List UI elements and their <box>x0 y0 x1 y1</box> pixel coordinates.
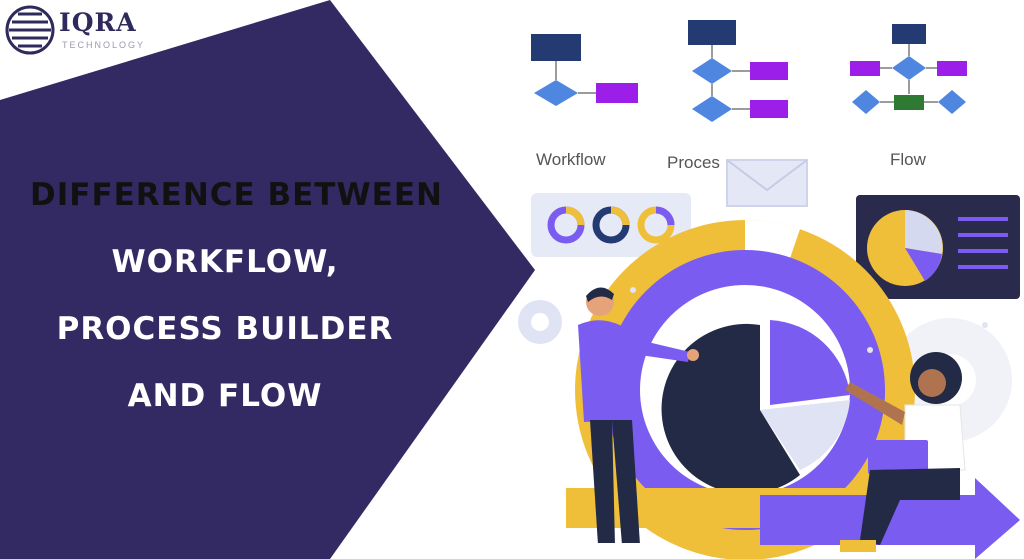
process-label: Proces <box>667 153 720 172</box>
headline-line-4: and Flow <box>127 378 323 414</box>
headline-line-1: Difference between <box>30 177 443 213</box>
logo: IQRA TECHNOLOGY <box>4 4 154 55</box>
brand-subtitle: TECHNOLOGY <box>62 40 146 50</box>
pie-chart-icon <box>856 195 1020 299</box>
headline: Difference between Workflow, Process Bui… <box>30 162 443 430</box>
donut-chart-icon <box>531 193 691 257</box>
man-figure <box>578 287 699 553</box>
gear-icon <box>518 300 562 344</box>
ring-chart <box>575 219 915 559</box>
flow-label: Flow <box>890 150 926 169</box>
envelope-icon <box>726 159 808 207</box>
flow-diagram <box>850 24 967 114</box>
workflow-label: Workflow <box>536 150 606 169</box>
brand-name: IQRA <box>59 8 137 37</box>
headline-line-3: Process Builder <box>56 311 394 347</box>
illustration <box>518 20 1020 559</box>
headline-line-2: Workflow, <box>111 244 339 280</box>
process-diagram <box>688 20 788 122</box>
workflow-diagram <box>531 34 638 106</box>
woman-figure <box>840 352 966 552</box>
globe-logo-icon <box>5 5 55 55</box>
